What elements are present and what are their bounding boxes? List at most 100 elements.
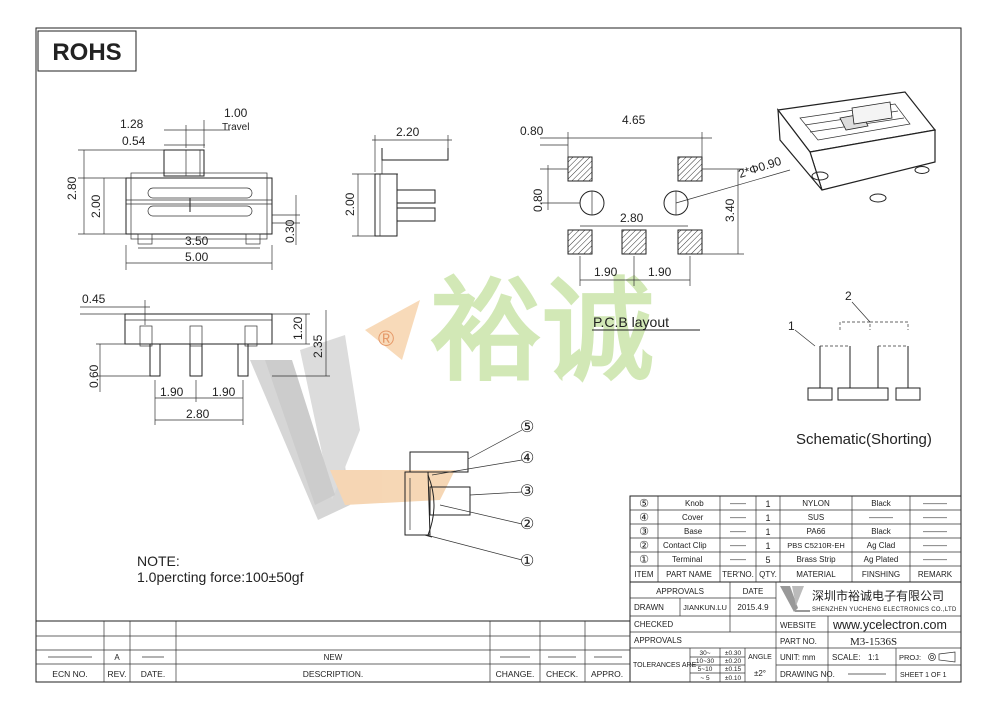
bom-qty: 1 — [765, 499, 770, 509]
tb-sheet: SHEET 1 OF 1 — [900, 672, 947, 679]
pcb-dim-4-65: 4.65 — [622, 113, 646, 127]
bom-item: ③ — [639, 526, 649, 538]
dim-1-90-bottom-a: 1.90 — [160, 385, 184, 399]
tb-tol-value-2: ±0.20 — [725, 658, 742, 665]
bom-header-name: PART NAME — [666, 570, 712, 579]
bom-part-name: Contact Clip — [663, 541, 707, 550]
rev-new: NEW — [324, 653, 343, 662]
rohs-badge: ROHS — [52, 39, 121, 66]
pcb-title: P.C.B layout — [593, 314, 669, 330]
bom-finish: ——— — [869, 513, 893, 522]
bom-rows: ⑤ Knob —— 1 NYLON Black ——— ④ Cover —— 1… — [634, 498, 952, 579]
dim-5-00: 5.00 — [185, 250, 209, 264]
isometric-view — [776, 91, 937, 203]
bottom-view — [80, 300, 330, 425]
bom-header-material: MATERIAL — [796, 570, 836, 579]
bom-remark: ——— — [923, 555, 947, 564]
callout-5: ⑤ — [520, 419, 534, 436]
bom-qty: 5 — [765, 555, 770, 565]
bom-ter: —— — [730, 555, 746, 564]
dim-1-00: 1.00 — [224, 106, 248, 120]
tb-tol-range-3: 5~10 — [698, 666, 713, 673]
bom-qty: 1 — [765, 541, 770, 551]
bom-material: SUS — [808, 513, 824, 522]
schematic — [794, 301, 921, 401]
schematic-label-2: 2 — [845, 289, 852, 303]
watermark-registered: ® — [378, 326, 394, 351]
tb-checked: CHECKED — [634, 620, 673, 629]
travel-label: Travel — [222, 122, 249, 133]
tb-approvals-2: APPROVALS — [634, 636, 682, 645]
bom-part-name: Terminal — [672, 555, 702, 564]
pcb-hole-label: 2*Φ0.90 — [737, 154, 784, 181]
bom-finish: Ag Clad — [867, 541, 895, 550]
rohs-badge-box — [37, 30, 137, 72]
bom-finish: Black — [871, 527, 892, 536]
rev-check-header: CHECK. — [546, 669, 578, 679]
bom-header-remark: REMARK — [918, 570, 953, 579]
tb-tol-value-3: ±0.15 — [725, 666, 742, 673]
company-name-en: SHENZHEN YUCHENG ELECTRONICS CO.,LTD — [812, 607, 957, 613]
tb-approvals: APPROVALS — [656, 587, 704, 596]
dim-0-45: 0.45 — [82, 292, 106, 306]
rev-value: A — [114, 653, 120, 662]
tb-website-label: WEBSITE — [780, 621, 816, 630]
bom-item: ⑤ — [639, 498, 649, 510]
bom-part-name: Knob — [685, 499, 704, 508]
pcb-dim-3-40: 3.40 — [723, 198, 737, 222]
bom-material: PBS C5210R-EH — [787, 541, 845, 550]
side-view — [352, 135, 452, 237]
bom-material: NYLON — [802, 499, 830, 508]
rev-change-header: CHANGE. — [496, 669, 535, 679]
tb-tol-value-4: ±0.10 — [725, 675, 742, 682]
bom-material: Brass Strip — [796, 555, 836, 564]
tb-scale-label: SCALE: — [832, 653, 860, 662]
bom-remark: ——— — [923, 499, 947, 508]
pcb-layout — [540, 132, 791, 331]
bom-ter: —— — [730, 499, 746, 508]
projection-symbol-icon — [928, 651, 956, 663]
bom-qty: 1 — [765, 527, 770, 537]
callout-2: ② — [520, 516, 534, 533]
bom-remark: ——— — [923, 513, 947, 522]
company-logo-icon — [780, 586, 810, 612]
tb-date: DATE — [743, 587, 764, 596]
rev-appro-header: APPRO. — [591, 669, 623, 679]
bom-remark: ——— — [923, 541, 947, 550]
bom-item: ② — [639, 540, 649, 552]
bom-qty: 1 — [765, 513, 770, 523]
schematic-label-1: 1 — [788, 319, 795, 333]
tb-tolerances: TOLERANCES ARE — [633, 662, 697, 669]
dim-3-50: 3.50 — [185, 234, 209, 248]
bom-ter: —— — [730, 513, 746, 522]
pcb-dim-0-80-top: 0.80 — [520, 124, 544, 138]
tb-drawn-by: JIANKUN.LU — [683, 603, 727, 612]
exploded-view — [404, 429, 523, 561]
bom-header-finish: FINSHING — [862, 570, 900, 579]
bom-material: PA66 — [807, 527, 827, 536]
company-name-cn: 深圳市裕诚电子有限公司 — [812, 588, 944, 603]
bom-header-qty: QTY. — [759, 570, 777, 579]
watermark-brand: 裕诚 — [430, 269, 654, 394]
tb-part-no-label: PART NO. — [780, 637, 817, 646]
tb-angle-value: ±2° — [754, 669, 766, 678]
dim-1-20: 1.20 — [291, 316, 305, 340]
revision-block-grid — [35, 620, 631, 683]
note-line-1: 1.0percting force:100±50gf — [137, 569, 304, 585]
tb-tol-value-1: ±0.30 — [725, 650, 742, 657]
callout-3: ③ — [520, 483, 534, 500]
bom-ter: —— — [730, 541, 746, 550]
note-title: NOTE: — [137, 553, 180, 569]
tb-drawn: DRAWN — [634, 603, 664, 612]
pcb-dim-2-80: 2.80 — [620, 211, 644, 225]
bom-finish: Black — [871, 499, 892, 508]
pcb-dim-0-80-left: 0.80 — [531, 188, 545, 212]
callout-4: ④ — [520, 450, 534, 467]
dim-2-80-front: 2.80 — [65, 176, 79, 200]
rev-description-header: DESCRIPTION. — [303, 669, 363, 679]
dim-0-60: 0.60 — [87, 364, 101, 388]
schematic-title: Schematic(Shorting) — [796, 431, 932, 448]
bom-ter: —— — [730, 527, 746, 536]
rev-rev-header: REV. — [107, 669, 126, 679]
dim-1-90-bottom-b: 1.90 — [212, 385, 236, 399]
